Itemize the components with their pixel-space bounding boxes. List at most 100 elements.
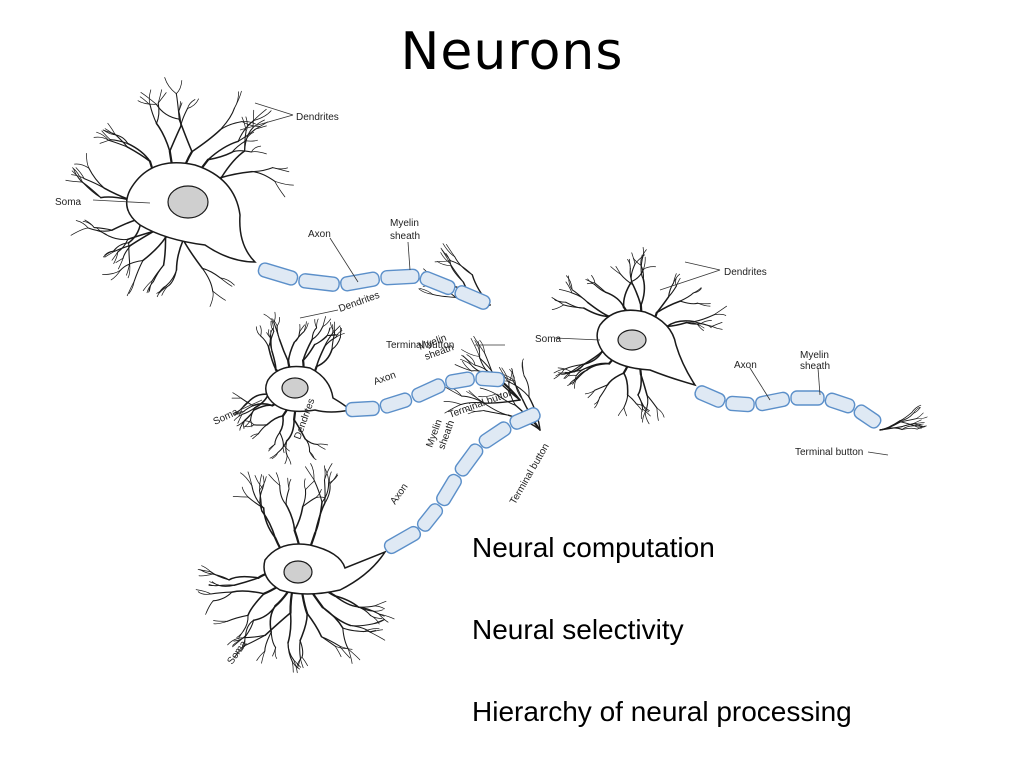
- dendrite-branch: [164, 238, 166, 266]
- dendrite-branch: [371, 616, 382, 619]
- dendrite-branch: [134, 261, 143, 282]
- soma-3: [264, 544, 385, 594]
- dendrite-branch: [258, 425, 267, 434]
- dendrite-branch: [624, 408, 627, 416]
- dendrite-branch: [304, 479, 305, 490]
- myelin-segment: [693, 384, 727, 409]
- dendrite-branch: [310, 452, 315, 458]
- dendrite-branch: [251, 152, 266, 154]
- myelin-segment: [755, 391, 791, 411]
- label-axon-3: Axon: [372, 370, 397, 388]
- terminal-arbor: [916, 413, 923, 419]
- dendrite-branch: [280, 433, 284, 445]
- dendrite-branch: [569, 375, 576, 376]
- dendrite-branch: [181, 109, 188, 127]
- dendrite-branch: [248, 472, 252, 486]
- nucleus-3: [284, 561, 312, 583]
- dendrite-branch: [234, 578, 258, 585]
- dendrite-branch: [624, 373, 628, 395]
- dendrite-branch: [271, 339, 272, 351]
- myelin-segment: [382, 524, 422, 555]
- terminal-arbor: [444, 401, 461, 404]
- label-axon-1: Axon: [308, 229, 331, 240]
- dendrite-branch: [71, 228, 88, 235]
- dendrite-branch: [322, 637, 336, 647]
- nucleus-2: [282, 378, 308, 398]
- dendrite-branch: [317, 444, 328, 445]
- dendrite-branch: [275, 648, 277, 659]
- dendrite-branch: [280, 416, 283, 433]
- label-terminal-button-4: Terminal button: [508, 442, 552, 507]
- dendrite-branch: [306, 481, 315, 490]
- dendrite-branch: [595, 283, 606, 292]
- dendrite-branch: [260, 326, 261, 336]
- dendrite-branch: [234, 92, 238, 108]
- dendrite-branch: [289, 479, 291, 489]
- dendrite-branch: [552, 305, 563, 310]
- dendrite-branch: [246, 140, 258, 141]
- dendrite-branch: [330, 474, 337, 484]
- dendrite-branch: [227, 615, 248, 621]
- myelin-segment: [381, 269, 420, 285]
- dendrite-branch: [177, 240, 184, 270]
- dendrite-branch: [618, 408, 624, 416]
- dendrite-branch: [586, 279, 595, 283]
- dendrite-branch: [351, 624, 373, 626]
- dendrite-branch: [264, 314, 274, 322]
- dendrite-branch: [254, 109, 267, 120]
- label-dendrites-3: Dendrites: [337, 290, 381, 315]
- dendrite-branch: [629, 259, 630, 268]
- dendrite-branch: [252, 168, 273, 172]
- myelin-segment: [477, 420, 513, 451]
- myelin-segment: [340, 271, 380, 291]
- dendrite-branch: [149, 90, 151, 105]
- myelin-segment: [410, 377, 447, 404]
- bullet-item: Neural selectivity: [472, 612, 852, 694]
- dendrite-branch: [261, 336, 269, 347]
- dendrite-branch: [300, 658, 303, 668]
- terminal-arbor: [915, 422, 924, 423]
- dendrite-branch: [255, 476, 263, 489]
- dendrite-branch: [156, 104, 179, 119]
- dendrite-branch: [628, 395, 637, 404]
- dendrite-branch: [263, 476, 264, 488]
- dendrite-branch: [251, 146, 260, 152]
- dendrite-branch: [179, 119, 192, 152]
- dendrite-branch: [606, 292, 624, 307]
- dendrite-branch: [657, 408, 659, 421]
- dendrite-branch: [300, 641, 301, 659]
- dendrite-branch: [317, 444, 325, 449]
- dendrite-branch: [100, 140, 110, 144]
- myelin-segment: [852, 403, 883, 430]
- dendrite-branch: [267, 416, 283, 425]
- dendrite-branch: [714, 314, 726, 315]
- label-axon-4: Axon: [388, 482, 410, 507]
- dendrite-branch: [317, 347, 325, 367]
- label-myelin-2b: sheath: [800, 361, 830, 372]
- myelin-segment: [435, 472, 464, 507]
- terminal-arbor: [914, 408, 921, 414]
- dendrite-branch: [129, 281, 134, 294]
- dendrite-branch: [170, 126, 181, 151]
- dendrite-branch: [176, 94, 179, 119]
- dendrite-branch: [576, 370, 586, 379]
- label-myelin-2a: Myelin: [800, 350, 829, 361]
- label-myelin-1b: sheath: [390, 231, 420, 242]
- dendrite-branch: [633, 285, 641, 306]
- myelin-segment: [453, 284, 492, 311]
- myelin-segment: [415, 501, 445, 533]
- dendrite-branch: [317, 319, 319, 328]
- dendrite-branch: [373, 611, 384, 616]
- terminal-arbor: [455, 365, 472, 371]
- label-terminal-button-3: Terminal button: [447, 387, 515, 421]
- dendrite-branch: [111, 270, 120, 280]
- dendrite-branch: [199, 574, 213, 576]
- dendrite-branch: [641, 279, 645, 305]
- dendrite-branch: [150, 105, 156, 124]
- dendrite-branch: [287, 456, 291, 465]
- label-soma-3: Soma: [212, 407, 241, 428]
- dendrite-branch: [206, 601, 213, 613]
- bullet-item: Neural computation: [472, 530, 852, 612]
- dendrite-branch: [680, 301, 698, 304]
- dendrite-branch: [269, 444, 275, 451]
